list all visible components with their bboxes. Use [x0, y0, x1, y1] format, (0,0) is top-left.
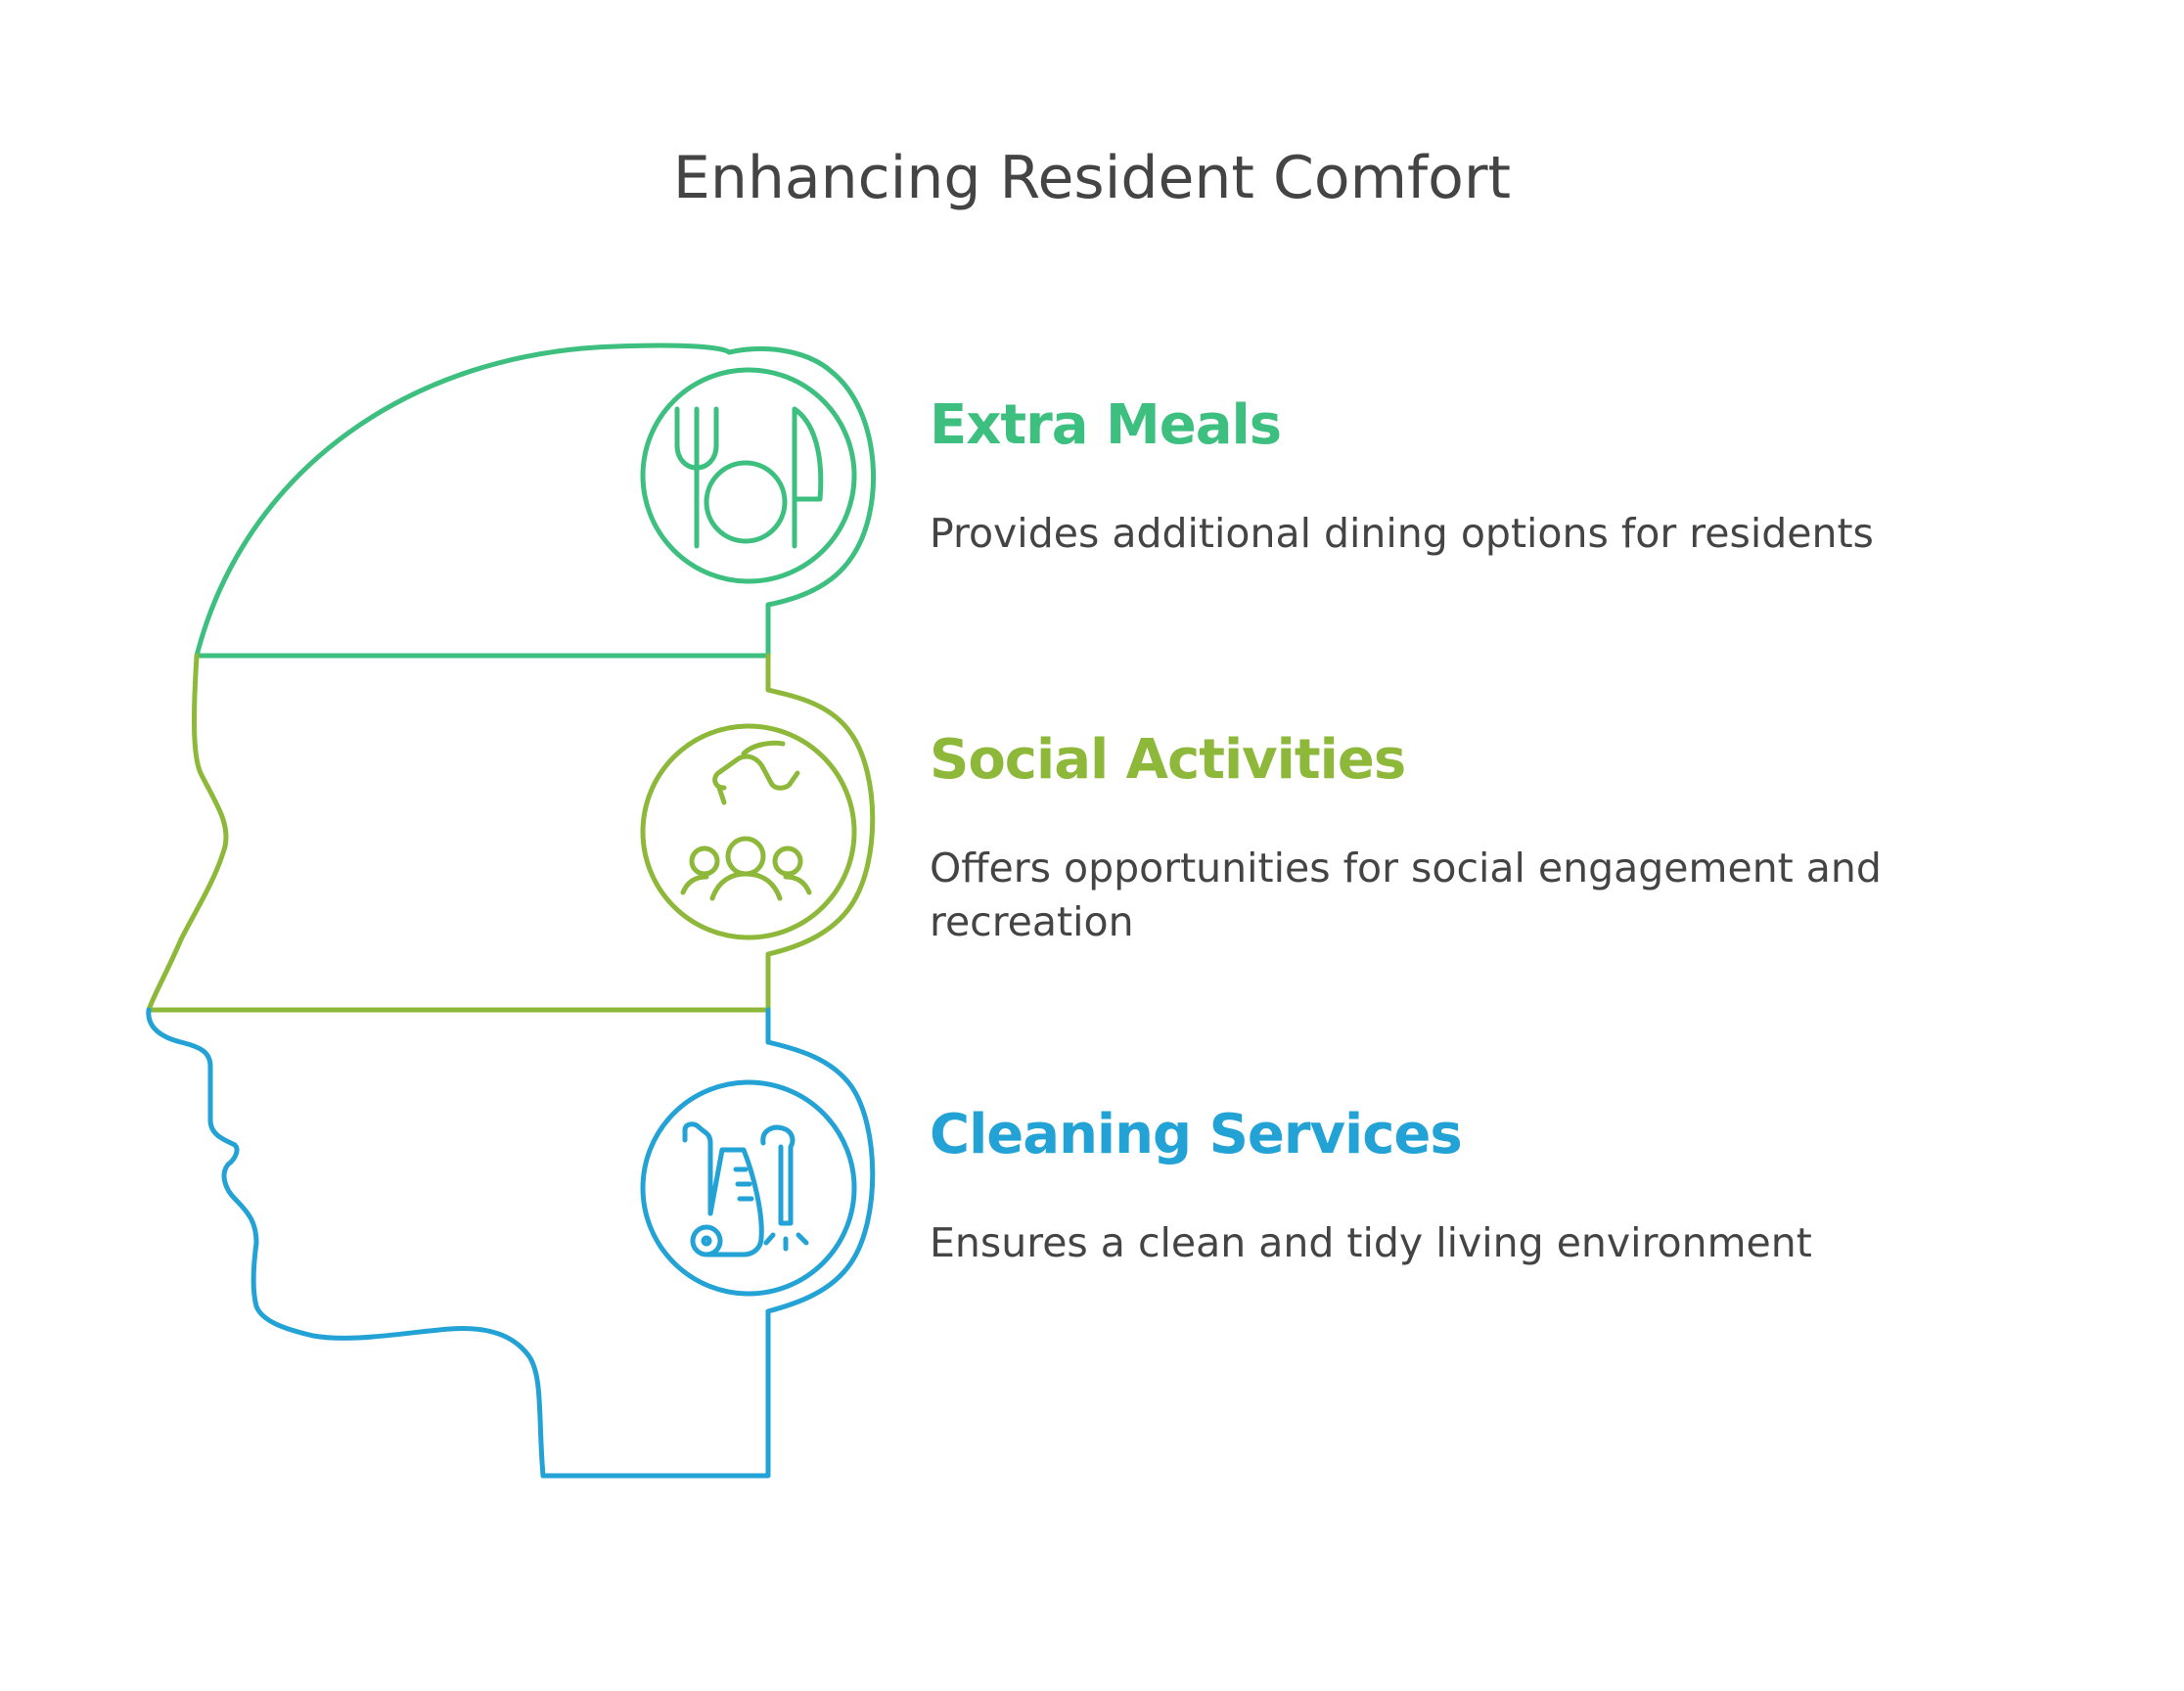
item-title: Extra Meals — [930, 393, 1282, 457]
vacuum-cleaner-icon — [682, 1121, 809, 1257]
diagram-title: Enhancing Resident Comfort — [672, 144, 1512, 212]
fork-plate-knife-icon — [674, 406, 824, 549]
head-segment-cleaning — [146, 1007, 876, 1479]
item-description: Provides additional dining options for r… — [930, 510, 1874, 557]
head-segment-meals — [194, 343, 877, 659]
item-title: Social Activities — [930, 728, 1406, 792]
meals-icon-circle — [640, 367, 857, 584]
item-title: Cleaning Services — [930, 1103, 1463, 1166]
item-description: Ensures a clean and tidy living environm… — [930, 1219, 1812, 1266]
cleaning-icon-circle — [640, 1079, 857, 1297]
item-extra-meals: Extra Meals Provides additional dining o… — [930, 391, 2006, 561]
item-description: Offers opportunities for social engageme… — [930, 845, 1882, 945]
item-cleaning-services: Cleaning Services Ensures a clean and ti… — [930, 1101, 2006, 1270]
item-social-activities: Social Activities Offers opportunities f… — [930, 726, 2006, 949]
head-segment-social — [146, 653, 876, 1013]
people-group-icon — [680, 740, 812, 901]
social-icon-circle — [640, 723, 857, 940]
